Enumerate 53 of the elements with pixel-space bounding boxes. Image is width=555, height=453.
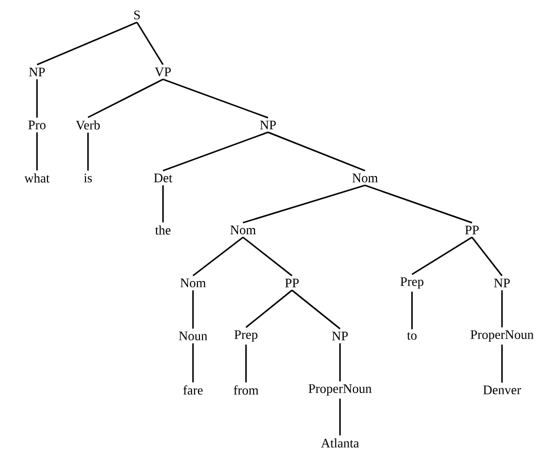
tree-branch <box>501 290 503 328</box>
tree-label: Prep <box>234 330 258 342</box>
tree-branch <box>292 290 340 330</box>
tree-label: PP <box>465 226 479 234</box>
tree-label: is <box>84 174 92 182</box>
tree-label: Atlanta <box>321 438 359 448</box>
tree-branch <box>246 290 292 328</box>
tree-branch <box>162 132 268 172</box>
tree-branch <box>36 79 38 118</box>
tree-branch <box>242 184 366 224</box>
tree-branch <box>339 343 341 382</box>
tree-label: NP <box>332 332 348 340</box>
tree-label: Nom <box>352 174 378 182</box>
tree-label: to <box>407 332 417 340</box>
tree-label: NP <box>29 68 45 76</box>
tree-label: PP <box>285 278 299 288</box>
tree-label: NP <box>260 120 276 130</box>
tree-label: Noun <box>178 332 208 340</box>
tree-label: NP <box>494 278 510 288</box>
tree-branch <box>162 78 268 118</box>
tree-label: fare <box>183 385 203 395</box>
tree-label: Denver <box>483 386 522 394</box>
tree-label: ProperNoun <box>308 384 372 396</box>
tree-label: Pro <box>28 120 46 130</box>
tree-branch <box>339 398 341 436</box>
tree-branch <box>501 344 503 383</box>
tree-branch <box>471 236 503 276</box>
tree-branch <box>411 292 413 330</box>
tree-branch <box>192 290 194 329</box>
tree-label: ProperNoun <box>470 330 534 342</box>
tree-label: Nom <box>230 226 256 234</box>
tree-label: Nom <box>180 278 206 288</box>
tree-branch <box>87 132 89 171</box>
tree-label: from <box>234 385 258 395</box>
tree-label: VP <box>154 68 171 76</box>
tree-branch <box>136 22 164 66</box>
tree-branch <box>36 22 138 66</box>
tree-branch <box>268 132 366 172</box>
tree-branch <box>412 236 472 275</box>
tree-label: Det <box>154 174 172 182</box>
tree-branch <box>88 78 164 118</box>
tree-branch <box>192 343 194 382</box>
tree-label: Prep <box>400 277 424 289</box>
tree-branch <box>162 185 164 222</box>
tree-branch <box>364 184 472 224</box>
tree-branch <box>242 236 292 276</box>
tree-branch <box>192 236 244 276</box>
tree-label: Verb <box>76 120 100 130</box>
tree-label: the <box>155 225 170 235</box>
tree-label: S <box>134 10 140 20</box>
tree-branch <box>245 344 247 382</box>
tree-label: what <box>24 173 50 183</box>
tree-branch <box>36 132 38 170</box>
